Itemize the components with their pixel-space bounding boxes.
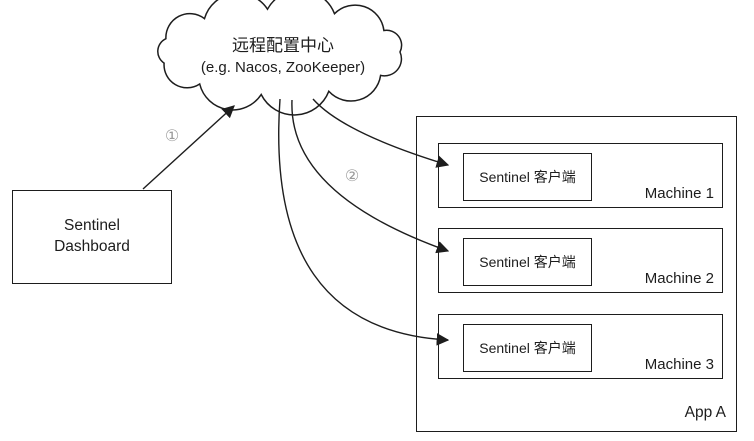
machine-3-label: Machine 3 <box>644 356 714 373</box>
machine-3-box: Sentinel 客户端 Machine 3 <box>438 314 723 379</box>
remote-config-cloud: 远程配置中心 (e.g. Nacos, ZooKeeper) <box>173 34 393 78</box>
cloud-subtitle: (e.g. Nacos, ZooKeeper) <box>200 59 366 76</box>
app-a-label: App A <box>684 404 726 421</box>
machine-1-label: Machine 1 <box>644 185 714 202</box>
sentinel-client-box: Sentinel 客户端 <box>463 324 592 372</box>
step-2-label: ② <box>344 168 360 185</box>
sentinel-client-box: Sentinel 客户端 <box>463 153 592 201</box>
sentinel-dashboard-box: Sentinel Dashboard <box>12 190 172 284</box>
machine-2-label: Machine 2 <box>644 270 714 287</box>
cloud-title: 远程配置中心 <box>232 36 334 55</box>
machine-1-box: Sentinel 客户端 Machine 1 <box>438 143 723 208</box>
machine-2-box: Sentinel 客户端 Machine 2 <box>438 228 723 293</box>
dashboard-to-cloud-arrow <box>142 105 235 190</box>
step-1-label: ① <box>164 128 180 145</box>
app-a-box: App A Sentinel 客户端 Machine 1 Sentinel 客户… <box>416 116 737 432</box>
sentinel-client-box: Sentinel 客户端 <box>463 238 592 286</box>
